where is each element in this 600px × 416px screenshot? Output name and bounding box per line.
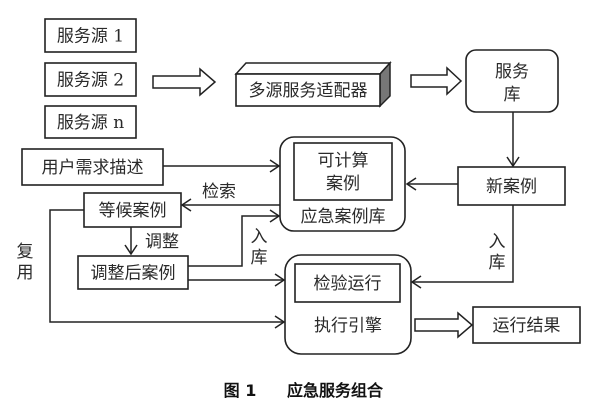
execution-engine: 检验运行 执行引擎 [284,254,412,355]
user-need-label: 用户需求描述 [42,158,144,178]
arrowhead-left-case-lib [405,177,417,191]
computable-case-label-line1: 可计算 [318,151,369,171]
arrowhead-right-user-need [269,159,281,173]
emergency-case-library: 可计算 案例 应急案例库 [279,136,406,232]
hollow-arrow-engine-to-result [414,311,474,339]
engine-title: 执行引擎 [314,316,382,336]
arrowhead-left-engine [410,275,422,289]
store-right-label-1: 入 [489,232,506,252]
waiting-case-label: 等候案例 [99,201,167,221]
service-repo-label-line1: 服务 [495,62,529,82]
store-left-label-2: 库 [251,248,268,268]
hollow-arrow-adapter-to-repo [410,66,463,96]
edge-new-case-to-engine [412,205,514,283]
verify-run-label: 检验运行 [314,274,382,294]
retrieve-label: 检索 [202,182,236,202]
service-source-n: 服务源 n [44,105,137,139]
arrowhead-right-engine-1 [274,273,286,287]
new-case-label: 新案例 [486,177,537,197]
arrowhead-left-waiting [180,198,192,212]
store-left-label-1: 入 [251,227,268,247]
arrowhead-down-adjusted [124,244,138,256]
service-repository: 服务 库 [465,49,559,113]
reuse-label-1: 复 [17,242,34,262]
store-right-label-2: 库 [489,253,506,273]
service-source-2: 服务源 2 [44,62,137,97]
adjusted-case-box: 调整后案例 [77,255,189,290]
run-result-label: 运行结果 [493,316,561,336]
reuse-label-2: 用 [17,263,34,283]
computable-case-box [293,142,393,201]
adjusted-case-label: 调整后案例 [91,264,176,284]
service-repo-label-line2: 库 [504,85,521,105]
edge-reuse [49,209,284,323]
verify-run-box [294,263,401,303]
arrowhead-right-case-lib [269,209,281,223]
computable-case-label-line2: 案例 [326,174,360,194]
caption-title: 应急服务组合 [287,381,384,400]
adapter-box: 多源服务适配器 [234,61,392,108]
hollow-arrow-sources-to-adapter [152,67,217,97]
service-source-1: 服务源 1 [44,18,137,53]
edge-adjusted-to-case-lib [188,215,279,267]
user-need-box: 用户需求描述 [21,148,164,186]
service-source-1-label: 服务源 1 [57,27,124,47]
service-source-2-label: 服务源 2 [57,71,124,91]
caption-number: 图 1 [224,381,257,400]
arrowhead-down-new-case [506,156,520,168]
run-result-box: 运行结果 [472,306,581,344]
adapter-label: 多源服务适配器 [249,81,368,101]
arrowhead-right-engine-2 [274,315,286,329]
case-lib-title: 应急案例库 [301,207,386,227]
waiting-case-box: 等候案例 [83,192,182,228]
service-source-n-label: 服务源 n [57,113,124,133]
new-case-box: 新案例 [457,166,566,206]
adjust-label: 调整 [145,232,179,252]
